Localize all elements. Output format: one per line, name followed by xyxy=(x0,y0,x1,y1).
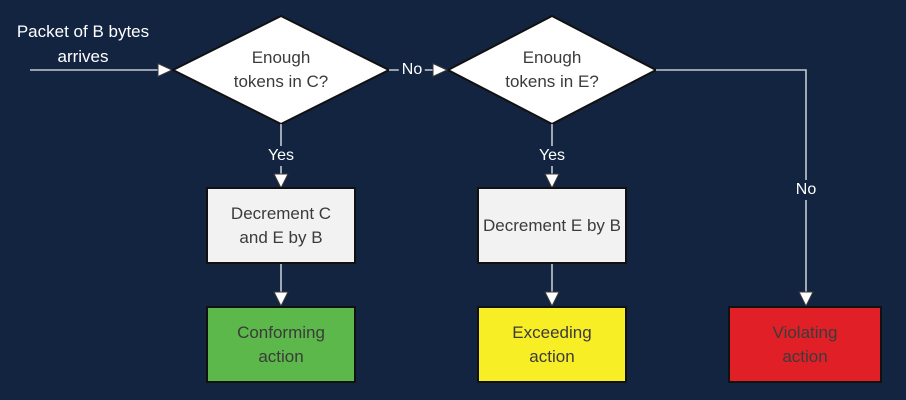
decision-c-diamond xyxy=(170,14,392,126)
edge-label-yes-e: Yes xyxy=(535,146,569,166)
exceeding-action-box: Exceeding action xyxy=(477,306,627,383)
conforming-action-box: Conforming action xyxy=(206,306,356,383)
yes-e-arrowhead-icon xyxy=(544,173,560,190)
edge-label-yes-c: Yes xyxy=(264,146,298,166)
start-arrowhead-icon xyxy=(157,62,174,78)
conforming-arrowhead-icon xyxy=(273,291,289,308)
yes-c-arrowhead-icon xyxy=(273,173,289,190)
process-decrement-e-box: Decrement E by B xyxy=(477,187,627,264)
violating-arrowhead-icon xyxy=(798,291,814,308)
edge-label-no-c: No xyxy=(398,60,426,80)
start-label: Packet of B bytes arrives xyxy=(16,22,150,66)
no-c-arrowhead-icon xyxy=(432,62,449,78)
decision-e-diamond xyxy=(445,14,659,126)
no-e-line xyxy=(656,69,807,294)
exceeding-arrowhead-icon xyxy=(544,291,560,308)
edge-label-no-e: No xyxy=(792,180,820,200)
violating-action-box: Violating action xyxy=(728,306,882,383)
process-decrement-c-e-box: Decrement C and E by B xyxy=(206,187,356,264)
